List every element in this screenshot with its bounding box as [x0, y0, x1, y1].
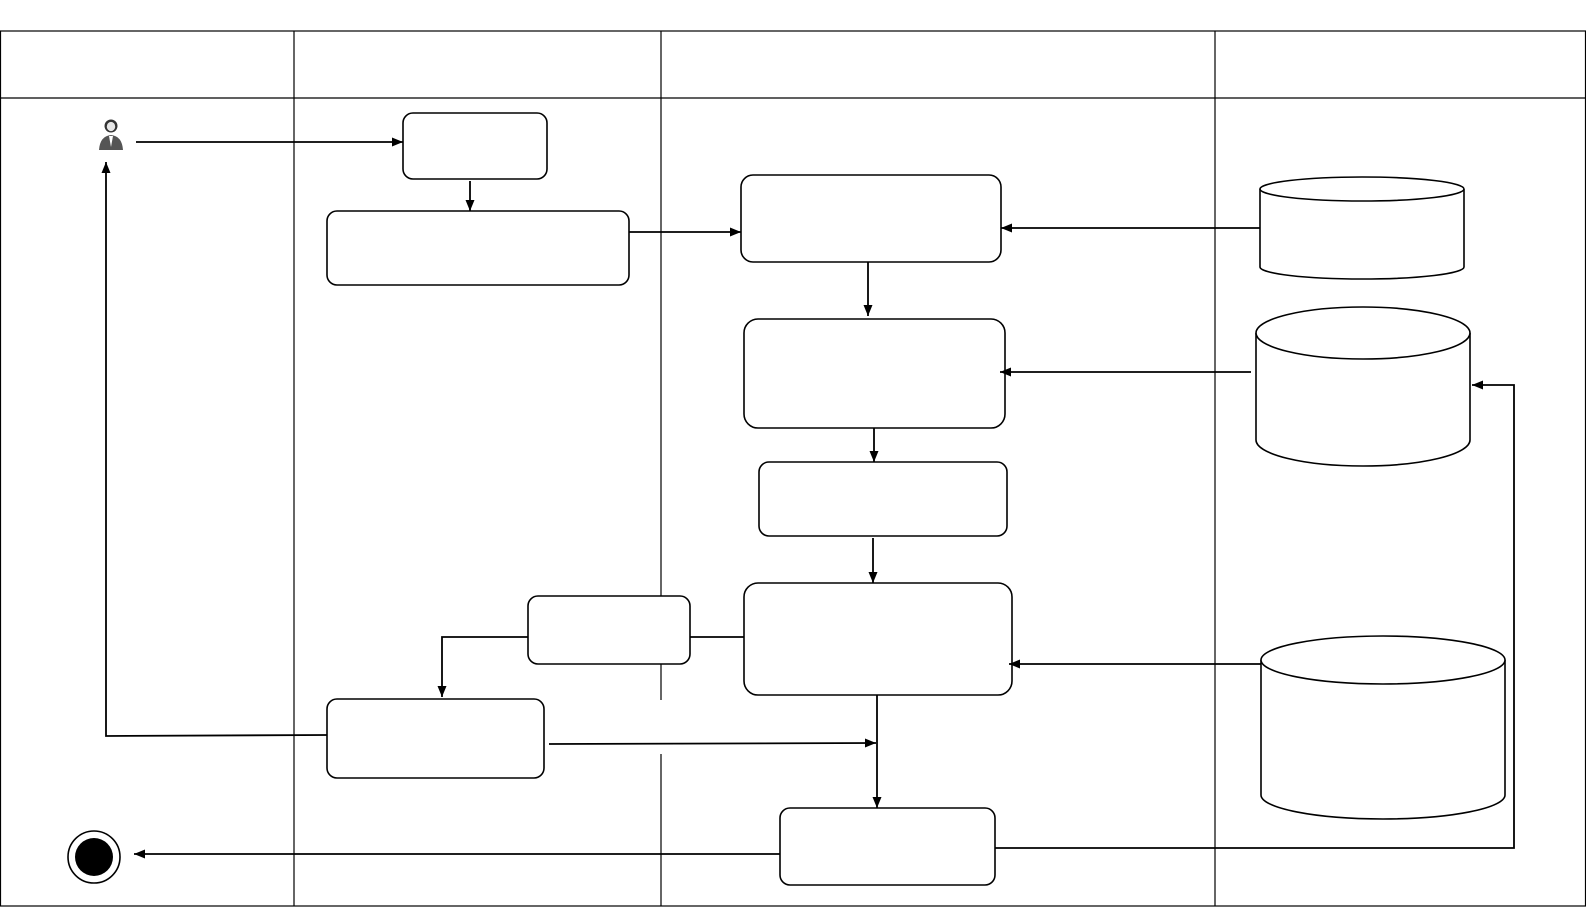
activity-node: [326, 698, 545, 779]
activity-node: [779, 807, 996, 886]
final-node-icon: [67, 830, 121, 884]
activity-node: [740, 174, 1002, 263]
activity-node: [402, 112, 548, 180]
activity-node: [743, 582, 1013, 696]
database-icon: [1255, 306, 1471, 467]
user-icon: [99, 119, 123, 150]
connector-arrow: [995, 380, 1515, 849]
connector-arrow: [548, 738, 877, 748]
connector-arrow: [437, 636, 528, 697]
database-icon: [1259, 176, 1465, 280]
activity-node: [758, 461, 1008, 537]
activity-node: [527, 595, 691, 665]
activity-node: [326, 210, 630, 286]
activity-node: [743, 318, 1006, 429]
database-icon: [1260, 635, 1506, 820]
connector-arrow: [101, 162, 328, 737]
